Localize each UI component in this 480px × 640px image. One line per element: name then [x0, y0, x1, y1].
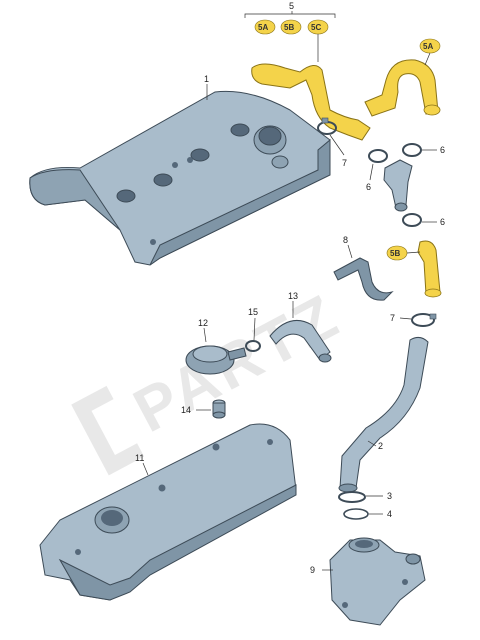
- callout-6-b: 6: [440, 145, 445, 155]
- callout-group-5: 5 5A 5B 5C: [244, 1, 336, 62]
- callout-5: 5: [289, 1, 294, 11]
- badge-5a-top-label: 5A: [258, 23, 268, 32]
- callout-2: 2: [378, 441, 383, 451]
- part-13-vacuum-hose[interactable]: [269, 319, 332, 363]
- part-14-plug[interactable]: [212, 399, 226, 419]
- callout-8: 8: [343, 235, 348, 245]
- part-1-valve-cover[interactable]: [29, 90, 331, 266]
- badge-5b-top: [280, 19, 302, 35]
- callout-1: 1: [204, 74, 209, 84]
- part-6-hose-clamp-b[interactable]: [402, 143, 422, 157]
- badge-5b-right-label: 5B: [390, 249, 400, 258]
- callout-7-lower: 7: [390, 313, 395, 323]
- part-11-valve-cover[interactable]: [39, 423, 297, 601]
- part-7-hose-clamp-upper[interactable]: [317, 117, 337, 135]
- part-3-seal[interactable]: [338, 491, 366, 503]
- badge-5a-right-label: 5A: [423, 42, 433, 51]
- callout-9: 9: [310, 565, 315, 575]
- callout-14: 14: [181, 405, 191, 415]
- part-9-oil-separator-housing[interactable]: [329, 537, 426, 626]
- callout-6-c: 6: [440, 217, 445, 227]
- part-5a-breather-hose[interactable]: [364, 59, 441, 117]
- part-6-hose-clamp-c[interactable]: [402, 213, 422, 227]
- watermark-logo-icon: [71, 385, 145, 476]
- callout-11: 11: [135, 453, 144, 463]
- callout-3: 3: [387, 491, 392, 501]
- badge-5b-top-label: 5B: [284, 23, 294, 32]
- part-6-hose-clamp-a[interactable]: [368, 149, 388, 163]
- callout-4: 4: [387, 509, 392, 519]
- t-piece-connector[interactable]: [383, 159, 413, 212]
- part-15-hose-clamp[interactable]: [245, 340, 261, 352]
- part-7-hose-clamp-lower[interactable]: [411, 313, 437, 327]
- part-5b-breather-hose[interactable]: [417, 240, 442, 298]
- callout-7-upper: 7: [342, 158, 347, 168]
- part-8-bracket[interactable]: [333, 257, 394, 301]
- part-2-breather-hose[interactable]: [338, 336, 429, 493]
- part-4-o-ring[interactable]: [343, 508, 369, 520]
- part-5c-breather-hose[interactable]: [251, 63, 371, 141]
- part-12-pressure-valve[interactable]: [185, 345, 247, 375]
- callout-6-a: 6: [366, 182, 371, 192]
- badge-5a-top: [254, 19, 276, 35]
- callout-12: 12: [198, 318, 208, 328]
- callout-13: 13: [288, 291, 298, 301]
- watermark-text: PARTZ: [123, 281, 351, 446]
- callout-15: 15: [248, 307, 258, 317]
- badge-5c-top-label: 5C: [311, 23, 321, 32]
